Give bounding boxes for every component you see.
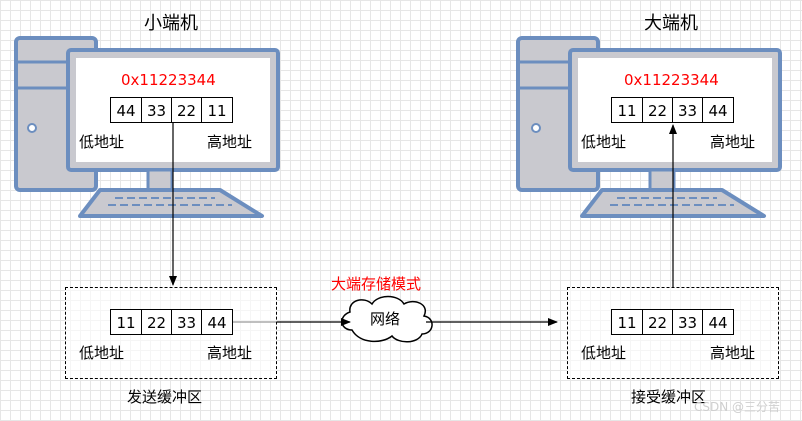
right-pc-high-address-label: 高地址 [710, 133, 756, 151]
storage-mode-label: 大端存储模式 [331, 275, 422, 293]
send-buffer-low-address-label: 低地址 [79, 344, 125, 362]
right-pc-byte-1: 22 [642, 97, 673, 123]
send-buffer-high-address-label: 高地址 [207, 344, 253, 362]
right-pc-value: 0x11223344 [624, 71, 719, 89]
right-pc-low-address-label: 低地址 [581, 133, 627, 151]
send-buffer-byte-1: 22 [141, 309, 172, 335]
network-cloud-icon [341, 295, 433, 343]
recv-buffer-low-address-label: 低地址 [581, 344, 627, 362]
network-label: 网络 [370, 310, 401, 328]
recv-buffer-byte-2: 33 [672, 309, 703, 335]
left-pc-byte-1: 33 [141, 97, 172, 123]
send-buffer-byte-2: 33 [171, 309, 202, 335]
send-buffer-byte-3: 44 [201, 309, 233, 335]
watermark: CSDN @三分苦 [694, 400, 781, 414]
right-pc-title: 大端机 [644, 13, 698, 34]
left-computer-icon [14, 36, 280, 218]
right-computer-icon [516, 36, 782, 218]
send-buffer-caption: 发送缓冲区 [127, 388, 203, 406]
recv-buffer-byte-0: 11 [611, 309, 643, 335]
right-pc-byte-3: 44 [702, 97, 734, 123]
left-pc-title: 小端机 [144, 13, 198, 34]
left-pc-high-address-label: 高地址 [207, 133, 253, 151]
right-pc-byte-0: 11 [611, 97, 643, 123]
left-pc-low-address-label: 低地址 [79, 133, 125, 151]
send-buffer-byte-0: 11 [110, 309, 142, 335]
recv-buffer-byte-3: 44 [702, 309, 734, 335]
left-pc-byte-0: 44 [110, 97, 142, 123]
recv-buffer-high-address-label: 高地址 [710, 344, 756, 362]
left-pc-value: 0x11223344 [121, 71, 216, 89]
left-pc-byte-3: 11 [201, 97, 233, 123]
right-pc-byte-2: 33 [672, 97, 703, 123]
left-pc-byte-2: 22 [171, 97, 202, 123]
recv-buffer-byte-1: 22 [642, 309, 673, 335]
recv-buffer-caption: 接受缓冲区 [631, 388, 707, 406]
